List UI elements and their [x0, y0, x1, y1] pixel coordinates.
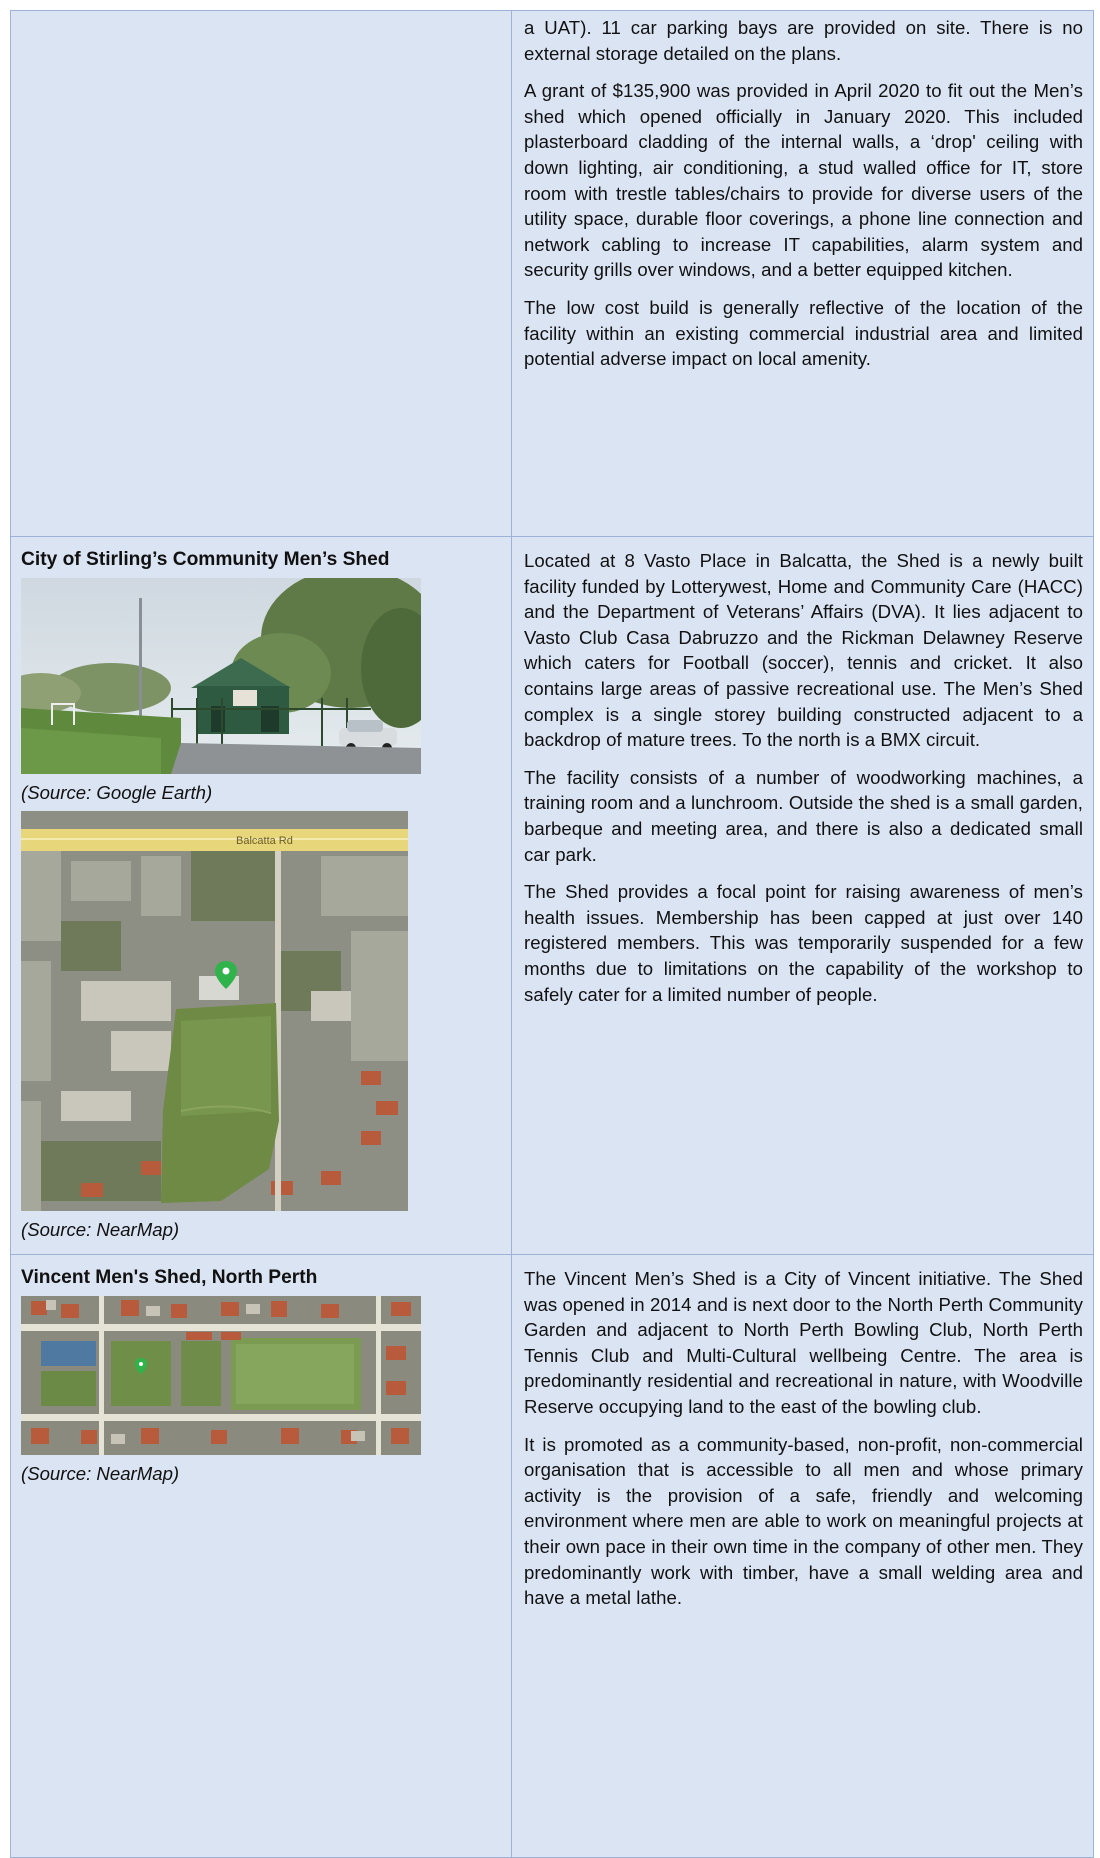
location-marker-icon — [135, 1358, 147, 1374]
paragraph: The Vincent Men’s Shed is a City of Vinc… — [524, 1268, 1083, 1417]
left-cell-empty — [10, 10, 512, 537]
paragraph: a UAT). 11 car parking bays are provided… — [524, 17, 1083, 64]
map-source-caption: (Source: NearMap) — [21, 1463, 180, 1484]
photo-source-caption: (Source: Google Earth) — [21, 782, 213, 803]
paragraph: The Shed provides a focal point for rais… — [524, 881, 1083, 1005]
aerial-map: Balcatta Rd — [21, 811, 501, 1211]
description-cell: The Vincent Men’s Shed is a City of Vinc… — [511, 1254, 1094, 1858]
table-row: a UAT). 11 car parking bays are provided… — [10, 10, 1094, 537]
table-row: City of Stirling’s Community Men’s Shed — [10, 536, 1094, 1255]
paragraph: A grant of $135,900 was provided in Apri… — [524, 80, 1083, 281]
map-road-label: Balcatta Rd — [236, 835, 293, 847]
paragraph: Located at 8 Vasto Place in Balcatta, th… — [524, 550, 1083, 751]
table-row: Vincent Men's Shed, North Perth — [10, 1254, 1094, 1858]
aerial-map — [21, 1296, 501, 1455]
map-source-caption: (Source: NearMap) — [21, 1219, 180, 1240]
facility-cell: City of Stirling’s Community Men’s Shed — [10, 536, 512, 1255]
street-view-photo — [21, 578, 501, 774]
facility-cell: Vincent Men's Shed, North Perth — [10, 1254, 512, 1858]
comparison-table: a UAT). 11 car parking bays are provided… — [10, 10, 1094, 1858]
paragraph: It is promoted as a community-based, non… — [524, 1433, 1083, 1609]
location-marker-icon — [215, 961, 237, 989]
paragraph: The low cost build is generally reflecti… — [524, 296, 1083, 370]
facility-title: City of Stirling’s Community Men’s Shed — [21, 549, 390, 570]
paragraph: The facility consists of a number of woo… — [524, 766, 1083, 865]
facility-title: Vincent Men's Shed, North Perth — [21, 1267, 318, 1288]
description-cell: a UAT). 11 car parking bays are provided… — [511, 10, 1094, 537]
description-cell: Located at 8 Vasto Place in Balcatta, th… — [511, 536, 1094, 1255]
